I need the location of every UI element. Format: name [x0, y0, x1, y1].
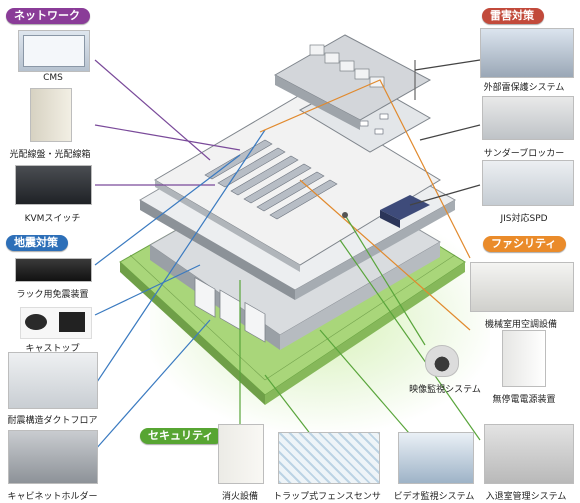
access-control-label: 入退室管理システム [485, 492, 567, 502]
access-control-image [484, 424, 574, 484]
cabinet-holder-image [8, 430, 98, 484]
cast-top-label: キャストップ [25, 344, 80, 354]
cast-top-image [20, 307, 92, 339]
cabinet-holder-label: キャビネットホルダー [7, 492, 98, 502]
duct-floor-image [8, 352, 98, 409]
fence-sensor-label: トラップ式フェンスセンサ [273, 492, 381, 502]
category-lightning: 雷害対策 [482, 8, 544, 24]
cms-image [18, 30, 90, 72]
fire-equipment-label: 消火設備 [221, 492, 258, 502]
fiber-panel-image [30, 88, 72, 142]
camera-label: 映像監視システム [409, 385, 481, 395]
video-monitor-image [398, 432, 474, 484]
jis-spd-image [482, 160, 574, 206]
category-facility: ファシリティ [483, 236, 567, 252]
rack-isolation-label: ラック用免震装置 [16, 290, 89, 300]
fire-equipment-image [218, 424, 264, 484]
category-security: セキュリティ [140, 428, 224, 444]
rack-isolation-image [15, 258, 92, 282]
surge-blocker-image [482, 96, 574, 140]
air-conditioning-image [470, 262, 574, 312]
category-network: ネットワーク [6, 8, 90, 24]
ups-image [502, 330, 546, 387]
ups-label: 無停電電源装置 [492, 395, 556, 405]
fiber-panel-label: 光配線盤・光配線箱 [9, 150, 91, 160]
external-lightning-image [480, 28, 574, 78]
surge-blocker-label: サンダーブロッカー [483, 149, 565, 159]
external-lightning-label: 外部雷保護システム [483, 83, 565, 93]
video-monitor-label: ビデオ監視システム [393, 492, 475, 502]
air-conditioning-label: 機械室用空調設備 [484, 320, 557, 330]
category-earthquake: 地震対策 [6, 235, 68, 251]
kvm-switch-image [15, 165, 92, 205]
camera-image [425, 345, 459, 377]
jis-spd-label: JIS対応SPD [500, 214, 548, 224]
kvm-switch-label: KVMスイッチ [24, 214, 81, 224]
cms-label: CMS [43, 73, 63, 83]
fence-sensor-image [278, 432, 380, 484]
duct-floor-label: 耐震構造ダクトフロア [7, 416, 98, 426]
